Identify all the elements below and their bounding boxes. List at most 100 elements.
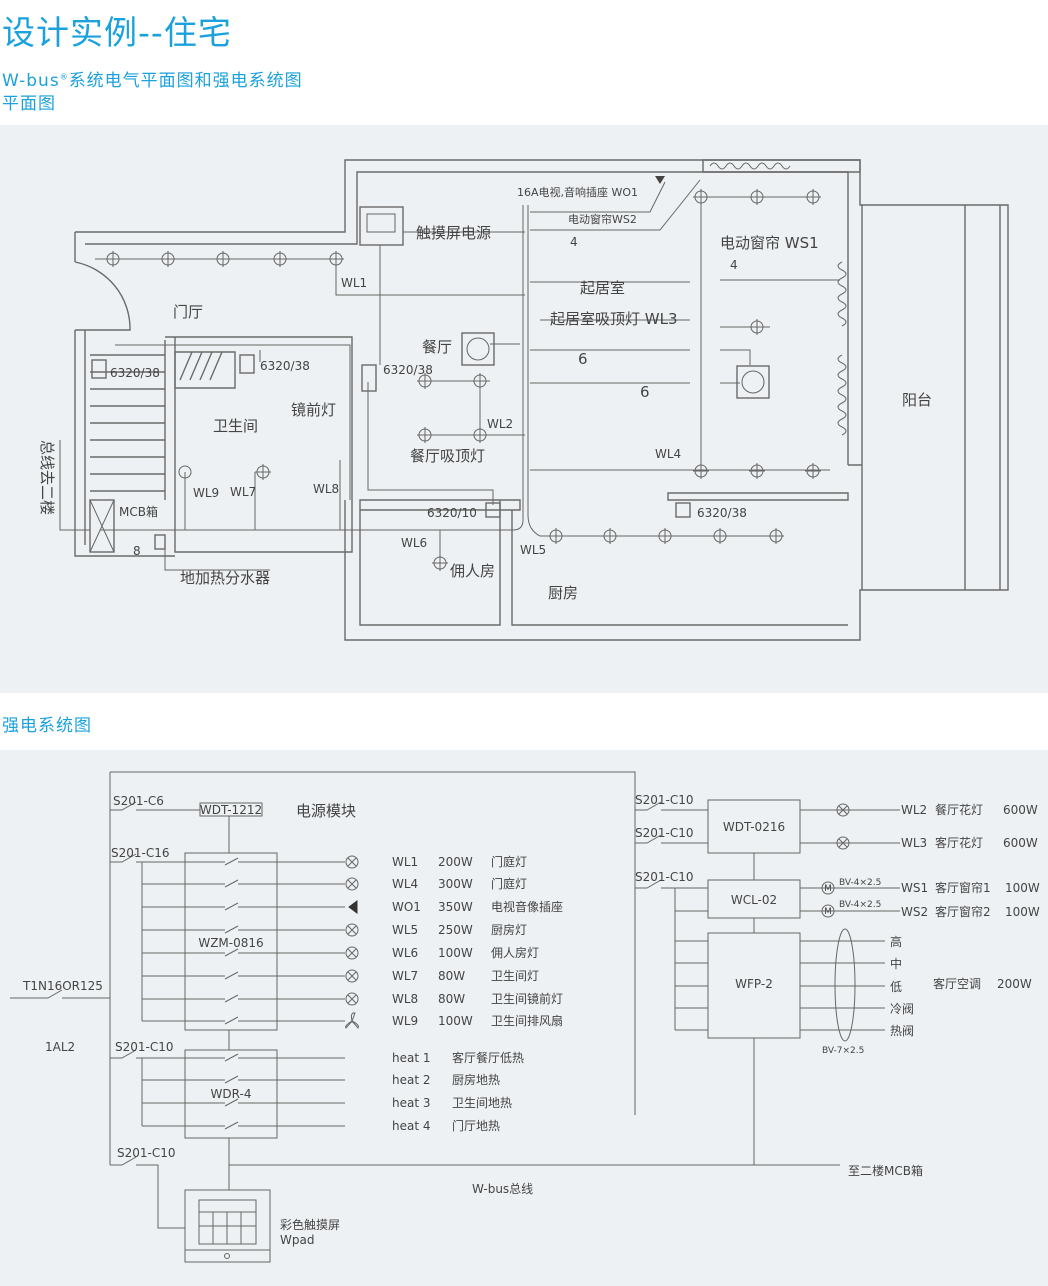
wdr-box [184, 1049, 278, 1139]
lamp-icon [345, 923, 359, 937]
circuit-power: 80W [438, 992, 465, 1006]
breaker-label: S201-C10 [635, 870, 694, 884]
motor-symbol: M [824, 907, 832, 917]
module-label: 6320/38 [260, 359, 310, 373]
module-icon [675, 502, 691, 518]
registered-mark: ® [59, 72, 69, 82]
room-kitchen: 厨房 [548, 584, 578, 602]
wzm-label: WZM-0816 [198, 936, 263, 950]
dimmer-icon [736, 365, 770, 399]
circuit-label: WL4 [655, 447, 681, 461]
circuit-id: WL6 [392, 946, 418, 960]
motor-symbol: M [824, 884, 832, 894]
ceiling-lamp-icon [472, 427, 488, 443]
wdt1212-label: WDT-1212 [200, 803, 262, 817]
circuit-desc: 餐厅花灯 [935, 802, 983, 817]
label-living-ceiling: 起居室吸顶灯 WL3 [550, 310, 678, 328]
ceiling-lamp-icon [805, 463, 821, 479]
wcl-label: WCL-02 [731, 893, 777, 907]
module-label: 6320/38 [383, 363, 433, 377]
panel-id: 1AL2 [45, 1040, 75, 1054]
ceiling-lamp-icon [105, 251, 121, 267]
ceiling-lamps [105, 189, 821, 571]
circuit-desc: 客厅窗帘2 [935, 904, 991, 919]
ceiling-lamp-icon [548, 528, 564, 544]
section-plan-title: 平面图 [2, 94, 56, 114]
wpad-name: Wpad [280, 1233, 314, 1247]
power-module-label: 电源模块 [296, 802, 356, 820]
label-ws2-count: 4 [570, 235, 578, 249]
circuit-desc: 客厅窗帘1 [935, 880, 991, 895]
lamp-icon [345, 855, 359, 869]
ceiling-lamp-icon [712, 528, 728, 544]
lamp-icon [836, 803, 850, 817]
to-upstairs-label: 至二楼MCB箱 [848, 1163, 923, 1178]
heat-desc: 门厅地热 [452, 1118, 500, 1133]
circuit-power: 100W [1005, 905, 1040, 919]
heat-id: heat 4 [392, 1119, 431, 1133]
module-label: 6320/38 [110, 366, 160, 380]
heat-circuit-row: heat 4 门厅地热 [142, 1118, 500, 1133]
lamp-icon [345, 992, 359, 1006]
cable-spec: BV-4×2.5 [839, 900, 881, 910]
ceiling-lamp-icon [602, 528, 618, 544]
ceiling-lamp-icon [472, 373, 488, 389]
label-floor-heat: 地加热分水器 [180, 569, 270, 587]
circuit-label: WL1 [341, 276, 367, 290]
subtitle-brand: W-bus [2, 71, 60, 91]
subtitle-rest: 系统电气平面图和强电系统图 [68, 71, 303, 91]
circuit-power: 100W [438, 946, 473, 960]
label-dining-ceiling: 餐厅吸顶灯 [410, 447, 485, 465]
circuit-id: WL3 [901, 836, 927, 850]
wfp-box [707, 932, 801, 1039]
plan-devices [91, 176, 770, 518]
circuit-label: WL8 [313, 482, 339, 496]
label-tv-socket: 16A电视,音响插座 WO1 [517, 185, 638, 199]
circuit-desc: 佣人房灯 [491, 945, 539, 960]
fan-coil-output: 热阀 [890, 1024, 914, 1038]
room-bathroom: 卫生间 [213, 417, 258, 435]
heat-desc: 卫生间地热 [452, 1096, 512, 1110]
ceiling-lamp-icon [432, 555, 448, 571]
room-maid: 佣人房 [450, 562, 495, 580]
circuit-id: WO1 [392, 900, 421, 914]
wdt1212-box [199, 802, 263, 817]
fan-coil-output: 低 [890, 980, 902, 994]
room-dining: 餐厅 [422, 338, 452, 356]
circuit-label: WL9 [193, 486, 219, 500]
section-system-title: 强电系统图 [2, 716, 92, 736]
label-wl3-count-a: 6 [578, 350, 588, 368]
wpad-label: 彩色触摸屏 [280, 1218, 340, 1232]
ceiling-lamp-icon [272, 251, 288, 267]
breaker-label: S201-C6 [113, 794, 164, 808]
wzm-circuit-row: WL6 100W 佣人房灯 [142, 945, 539, 960]
circuit-desc: 客厅花灯 [935, 835, 983, 850]
fan-coil-output: 高 [890, 934, 902, 949]
circuit-desc: 卫生间镜前灯 [491, 991, 563, 1006]
breaker-label: S201-C16 [111, 846, 170, 860]
dimmer-icon [461, 332, 495, 366]
wdt0216-box [707, 799, 801, 854]
circuit-desc: 电视音像插座 [491, 899, 563, 914]
wcl-box [707, 879, 801, 919]
socket-icon [348, 900, 358, 914]
lamp-icon [345, 877, 359, 891]
circuit-id: WS1 [901, 881, 928, 895]
fan-coil-power: 200W [997, 977, 1032, 991]
label-bus-upstairs: 总线去二楼 [38, 440, 56, 515]
circuit-id: WL9 [392, 1014, 418, 1028]
label-ws1-count: 4 [730, 258, 738, 272]
ceiling-lamp-icon [215, 251, 231, 267]
breaker-label: S201-C10 [635, 826, 694, 840]
circuit-power: 100W [438, 1014, 473, 1028]
circuit-label: WL7 [230, 485, 256, 499]
fan-coil-desc: 客厅空调 [933, 976, 981, 991]
wzm-box [184, 852, 278, 1031]
ceiling-lamp-icon [768, 528, 784, 544]
fan-icon [345, 1012, 359, 1029]
